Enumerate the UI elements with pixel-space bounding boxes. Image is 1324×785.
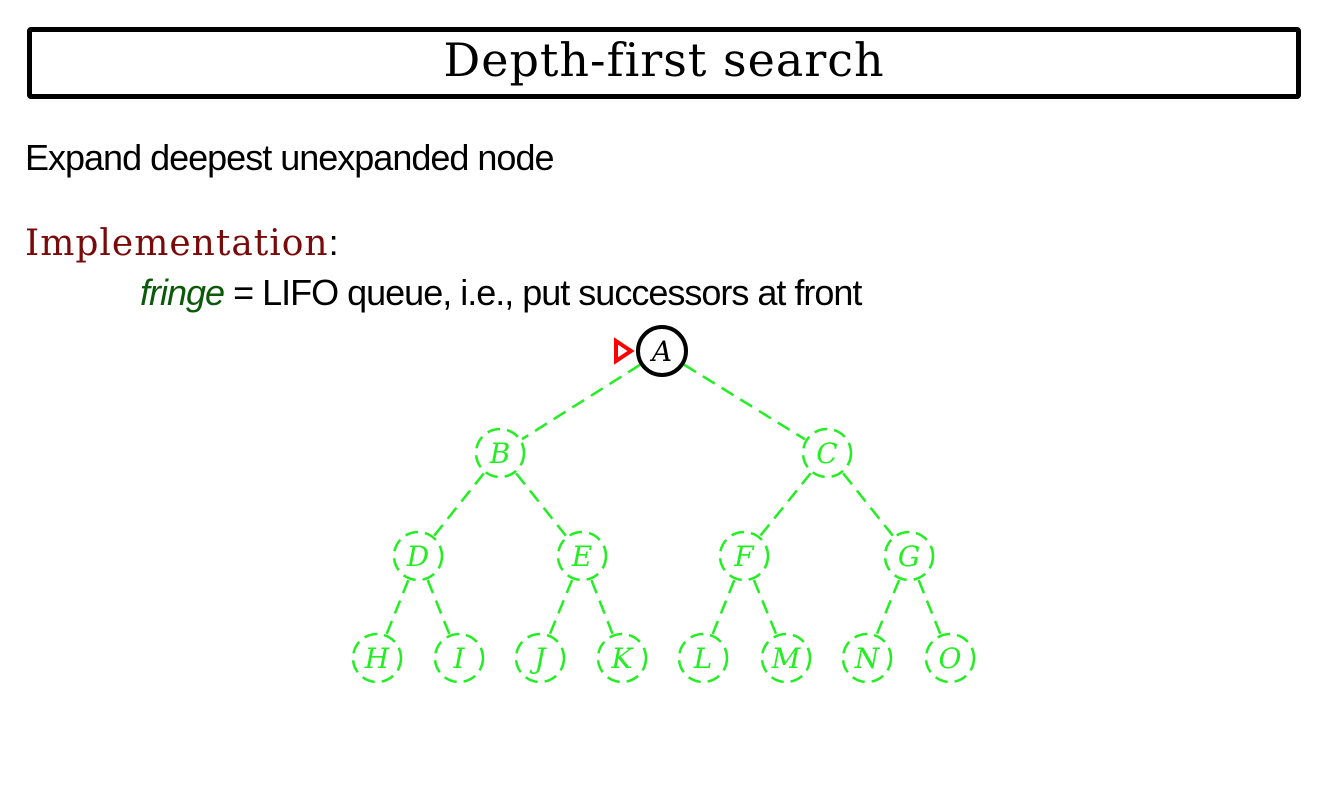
node-label-O: O: [939, 642, 962, 675]
node-label-H: H: [364, 642, 390, 675]
tree-edge-C-G: [842, 472, 894, 537]
tree-edge-B-D: [433, 472, 485, 537]
tree-node-K: K: [596, 632, 648, 684]
tree-edge-B-E: [515, 472, 567, 537]
fringe-word: fringe: [140, 272, 225, 313]
tree-node-E: E: [556, 530, 608, 582]
tree-edge-F-L: [711, 579, 736, 635]
tree-edge-A-C: [683, 363, 806, 441]
fringe-definition: fringe = LIFO queue, i.e., put successor…: [140, 272, 862, 314]
tree-nodes: A B C D E F G H I J K L M N O: [351, 325, 976, 684]
node-circle-G: [883, 530, 935, 582]
implementation-label: Implementation: [25, 223, 329, 264]
tree-edge-D-H: [385, 579, 410, 635]
tree-edge-F-M: [752, 579, 778, 635]
node-label-C: C: [816, 437, 837, 470]
tree-node-G: G: [883, 530, 935, 582]
node-circle-E: [556, 530, 608, 582]
node-label-A: A: [649, 335, 672, 368]
slide-title: Depth-first search: [443, 33, 885, 87]
tree-node-B: B: [474, 427, 526, 479]
tree-node-A: A: [636, 325, 688, 377]
tree-node-J: J: [514, 632, 566, 684]
slide-title-box: Depth-first search: [27, 27, 1301, 99]
node-circle-N: [841, 632, 893, 684]
node-label-G: G: [898, 540, 920, 573]
fringe-rest: = LIFO queue, i.e., put successors at fr…: [224, 272, 862, 313]
node-circle-I: [433, 632, 485, 684]
tree-edge-E-K: [590, 579, 614, 635]
implementation-heading: Implementation:: [25, 222, 339, 264]
node-circle-F: [718, 530, 770, 582]
node-circle-K: [596, 632, 648, 684]
tree-edge-D-I: [426, 579, 451, 635]
tree-edge-E-J: [548, 579, 574, 635]
tree-node-L: L: [677, 632, 729, 684]
tree-node-H: H: [351, 632, 403, 684]
tree-edge-G-N: [875, 579, 901, 635]
node-label-D: D: [406, 540, 429, 573]
node-circle-H: [351, 632, 403, 684]
node-label-E: E: [571, 540, 592, 573]
tree-node-O: O: [924, 632, 976, 684]
tree-edge-A-B: [521, 363, 641, 441]
node-circle-O: [924, 632, 976, 684]
node-circle-A: [636, 325, 688, 377]
tree-node-N: N: [841, 632, 893, 684]
tree-node-F: F: [718, 530, 770, 582]
tree-edge-G-O: [917, 579, 942, 635]
node-label-F: F: [733, 540, 755, 573]
node-label-L: L: [693, 642, 713, 675]
node-label-I: I: [452, 642, 465, 675]
node-label-B: B: [489, 437, 511, 470]
node-label-M: M: [771, 642, 802, 675]
fringe-marker-icon: [614, 337, 635, 365]
node-circle-L: [677, 632, 729, 684]
node-circle-M: [760, 632, 812, 684]
description-text: Expand deepest unexpanded node: [25, 137, 554, 178]
tree-node-I: I: [433, 632, 485, 684]
node-circle-D: [392, 530, 444, 582]
tree-node-M: M: [760, 632, 812, 684]
tree-node-C: C: [801, 427, 853, 479]
implementation-colon: :: [328, 222, 339, 263]
node-label-N: N: [854, 642, 881, 675]
node-label-J: J: [529, 642, 547, 675]
node-circle-C: [801, 427, 853, 479]
tree-edge-C-F: [759, 472, 812, 537]
tree-node-D: D: [392, 530, 444, 582]
node-circle-J: [514, 632, 566, 684]
fringe-marker-layer: [614, 337, 635, 365]
tree-edges: [385, 363, 942, 635]
node-label-K: K: [611, 642, 635, 675]
node-circle-B: [474, 427, 526, 479]
